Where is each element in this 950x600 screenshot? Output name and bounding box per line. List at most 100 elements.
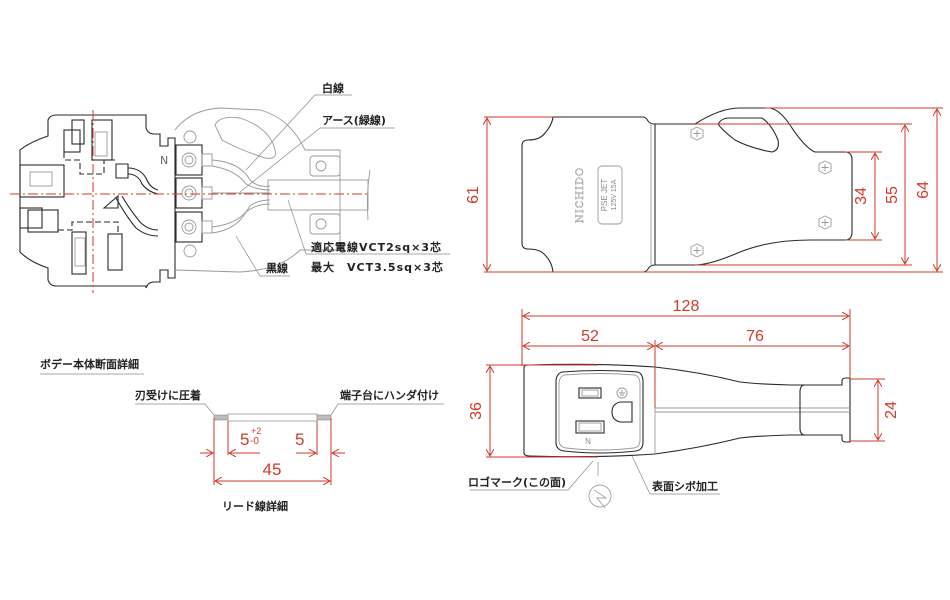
dim-label-34: 34 (853, 187, 870, 205)
contact-block (63, 129, 81, 153)
terminal-n-mark: N (160, 154, 168, 167)
plug-body-outline (655, 107, 853, 266)
contact-slot (94, 131, 108, 157)
housing-outline (174, 107, 341, 273)
wire-crimp-end (213, 414, 229, 421)
blade-slot-hot (578, 387, 602, 399)
wire-white (211, 165, 271, 191)
hidden-line (58, 221, 119, 234)
terminal-tab (102, 194, 119, 209)
leader-surface (631, 455, 720, 495)
wire (127, 173, 159, 195)
wire (121, 195, 159, 231)
dim-label-128: 128 (673, 298, 700, 315)
contact-block (27, 209, 59, 233)
leader-solder (330, 403, 444, 416)
brand-mark: NICHIDO (575, 167, 586, 223)
rating-line-2: 125V 15A (611, 179, 618, 210)
leader-black-wire (235, 235, 290, 277)
dim-tol-minus: -0 (250, 436, 259, 447)
cable-break (366, 169, 371, 221)
screw-icon (690, 126, 704, 141)
terminal-block-n: N (160, 144, 213, 176)
leader-logo-mark (470, 460, 594, 491)
wire-black (211, 199, 271, 228)
note-surface: 表面シボ加工 (651, 479, 718, 493)
screw-boss (183, 244, 197, 258)
dim-label-45: 45 (263, 460, 282, 479)
cable-clamp (309, 213, 341, 235)
note-crimp: 刃受けに圧着 (135, 388, 201, 402)
dim-label-24: 24 (883, 401, 900, 419)
rating-line-1: PSE JET (600, 179, 609, 212)
wire-insulation (227, 413, 318, 422)
lead-wire-detail: ボデー本体断面詳細 刃受けに圧着 端子台にハンダ付け 5 +2 -0 5 45 … (40, 357, 444, 513)
outlet-face-inner (558, 373, 641, 451)
note-solder: 端子台にハンダ付け (340, 388, 439, 402)
hidden-line (63, 152, 118, 175)
contact-block (19, 207, 43, 229)
blade-slot-inner (581, 389, 599, 397)
plug-head-outline (521, 116, 656, 273)
wire-white (211, 159, 271, 187)
top-view: NICHIDO PSE JET 125V 15A 61 34 55 64 (465, 107, 943, 273)
leader-crimp (135, 403, 215, 416)
dim-label-52: 52 (581, 328, 599, 345)
leader-cable-spec (287, 199, 450, 255)
cable-clamp (309, 155, 341, 177)
rating-plate (597, 165, 623, 225)
leader-white-wire (245, 94, 352, 171)
label-earth-wire: アース(緑線) (322, 113, 386, 127)
dim-label-76: 76 (746, 328, 764, 345)
outlet-face (555, 369, 644, 454)
note-logo-mark: ロゴマーク(この面) (468, 475, 566, 489)
wire-black (211, 203, 271, 234)
leader-earth-wire (239, 127, 395, 193)
outlet-n-mark: N (585, 437, 591, 446)
body-outline (19, 114, 176, 289)
dim-label-61: 61 (465, 186, 482, 204)
wire (115, 197, 159, 237)
wire-solder-end (316, 414, 332, 421)
ground-symbol-icon (616, 387, 628, 399)
contact-slot (29, 171, 53, 187)
clamp-screw (315, 218, 327, 230)
label-cable-spec-1: 適応電線VCT2sq×3芯 (311, 240, 442, 254)
contact-slot (74, 237, 86, 267)
terminal-block-e (175, 177, 213, 209)
label-white-wire: 白線 (322, 81, 344, 95)
dim-label-36: 36 (468, 402, 485, 420)
dim-label-5-tol: 5 (240, 430, 249, 449)
blade-slot-neutral (575, 420, 605, 434)
blade-slot-inner (578, 422, 602, 432)
contact-block (71, 119, 85, 145)
dim-label-55: 55 (884, 186, 901, 204)
terminal-tab (115, 163, 129, 179)
logo-mark-icon (588, 484, 612, 509)
strain-relief-loop (717, 117, 779, 153)
housing-loop (214, 116, 276, 159)
dim-label-64: 64 (915, 181, 932, 199)
contact-block (91, 119, 113, 161)
contact-block (107, 233, 123, 271)
dim-label-5: 5 (295, 430, 304, 449)
wire (127, 167, 159, 191)
screw-boss (183, 130, 197, 144)
terminal-block-l (175, 211, 213, 243)
ground-slot (611, 401, 633, 423)
body-section-title: ボデー本体断面詳細 (40, 357, 139, 371)
label-black-wire: 黒線 (266, 261, 288, 275)
clamp-screw (315, 160, 327, 172)
screw-icon (818, 215, 832, 230)
tail-boot (799, 384, 806, 436)
cable (267, 179, 369, 211)
contact-block (19, 164, 65, 198)
dim-tol-plus: +2 (251, 426, 261, 436)
front-view: N ロゴマーク(この面) 表面シボ加工 128 52 76 36 24 (468, 298, 900, 509)
lead-wire-title: リード線詳細 (222, 499, 288, 513)
contact-block (71, 231, 87, 275)
screw-icon (818, 160, 832, 175)
screw-icon (690, 243, 704, 258)
label-cable-spec-2: 最大 VCT3.5sq×3芯 (311, 260, 444, 274)
